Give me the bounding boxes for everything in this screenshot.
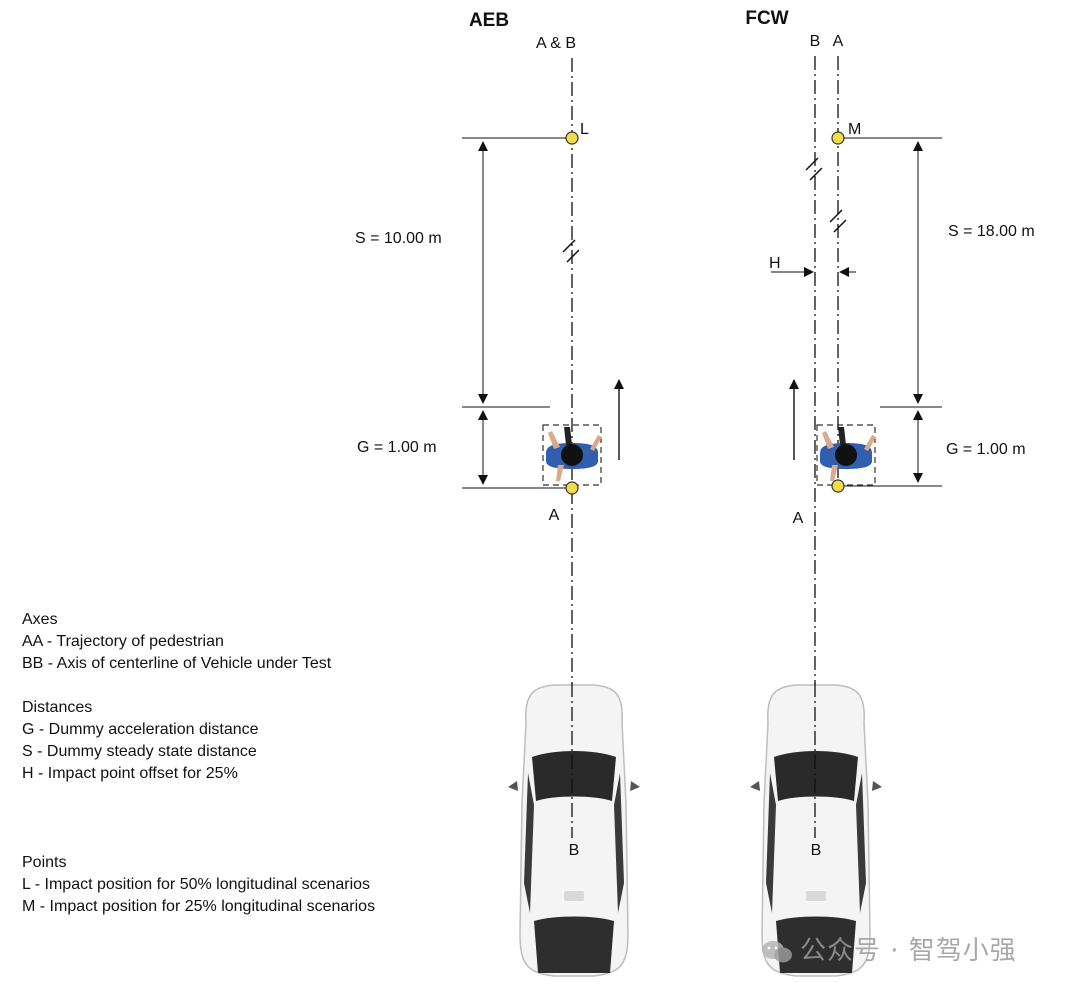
legend-points-item: M - Impact position for 25% longitudinal… <box>22 898 376 915</box>
legend-axes-item: AA - Trajectory of pedestrian <box>22 633 224 650</box>
legend-axes: Axes AA - Trajectory of pedestrian BB - … <box>22 609 331 675</box>
legend-distances-item: G - Dummy acceleration distance <box>22 721 259 738</box>
fcw-g-label: G = 1.00 m <box>946 441 1026 458</box>
aeb-start-point <box>565 481 579 495</box>
aeb-g-label: G = 1.00 m <box>357 439 437 456</box>
fcw-pedestrian-dummy <box>816 424 877 486</box>
aeb-lower-axis-label: A <box>549 507 560 524</box>
legend-points-heading: Points <box>22 854 67 871</box>
wechat-icon <box>760 939 794 965</box>
aeb-axis-label: A & B <box>536 35 576 52</box>
fcw-h-label: H <box>769 255 781 272</box>
legend-axes-heading: Axes <box>22 611 58 628</box>
fcw-title: FCW <box>745 8 788 29</box>
fcw-s-label: S = 18.00 m <box>948 223 1035 240</box>
legend-points-item: L - Impact position for 50% longitudinal… <box>22 876 371 893</box>
aeb-vehicle-under-test <box>507 684 641 977</box>
aeb-impact-point-l <box>565 131 579 145</box>
legend-distances-item: H - Impact point offset for 25% <box>22 765 238 782</box>
aeb-car-axis-label: B <box>569 842 580 859</box>
watermark: 公众号 · 智驾小强 <box>760 930 1017 967</box>
legend-distances-item: S - Dummy steady state distance <box>22 743 257 760</box>
fcw-impact-point-m <box>831 131 845 145</box>
fcw-lower-axis-label: A <box>793 510 804 527</box>
fcw-start-point <box>831 479 845 493</box>
legend-distances-heading: Distances <box>22 699 93 716</box>
aeb-point-label: L <box>580 121 589 138</box>
fcw-break-mark-a <box>829 209 847 233</box>
legend-axes-item: BB - Axis of centerline of Vehicle under… <box>22 655 332 672</box>
fcw-car-axis-label: B <box>811 842 822 859</box>
fcw-break-mark-b <box>805 157 823 181</box>
aeb-s-label: S = 10.00 m <box>355 230 442 247</box>
watermark-text: 公众号 · 智驾小强 <box>800 936 1017 966</box>
legend-distances: Distances G - Dummy acceleration distanc… <box>22 697 259 785</box>
fcw-point-label: M <box>848 121 861 138</box>
fcw-axis-b-label: B <box>810 33 821 50</box>
aeb-break-mark <box>562 239 580 263</box>
fcw-axis-a-label: A <box>833 33 844 50</box>
aeb-title: AEB <box>469 10 509 31</box>
legend-points: Points L - Impact position for 50% longi… <box>22 852 375 918</box>
